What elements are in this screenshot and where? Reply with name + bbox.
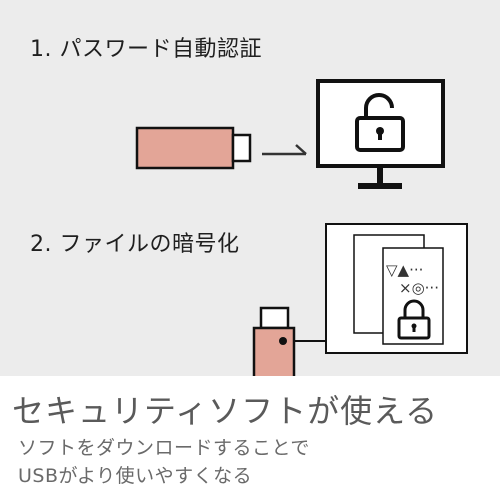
symbols-line-2: ×◎··· <box>399 279 439 297</box>
file-frame <box>325 223 468 354</box>
subtext-line-1: ソフトをダウンロードすることで <box>18 437 310 459</box>
symbols-line-1: ▽▲··· <box>386 261 424 279</box>
lock-icon <box>397 299 431 340</box>
banner <box>0 376 500 500</box>
usb-drive-icon <box>135 126 252 170</box>
headline: セキュリティソフトが使える <box>12 392 439 430</box>
subtext-line-2: USBがより使いやすくなる <box>18 465 253 487</box>
section1-title: 1. パスワード自動認証 <box>30 37 262 62</box>
section2-title: 2. ファイルの暗号化 <box>30 232 240 257</box>
unlock-icon <box>355 93 405 152</box>
arrow-icon <box>262 144 307 156</box>
